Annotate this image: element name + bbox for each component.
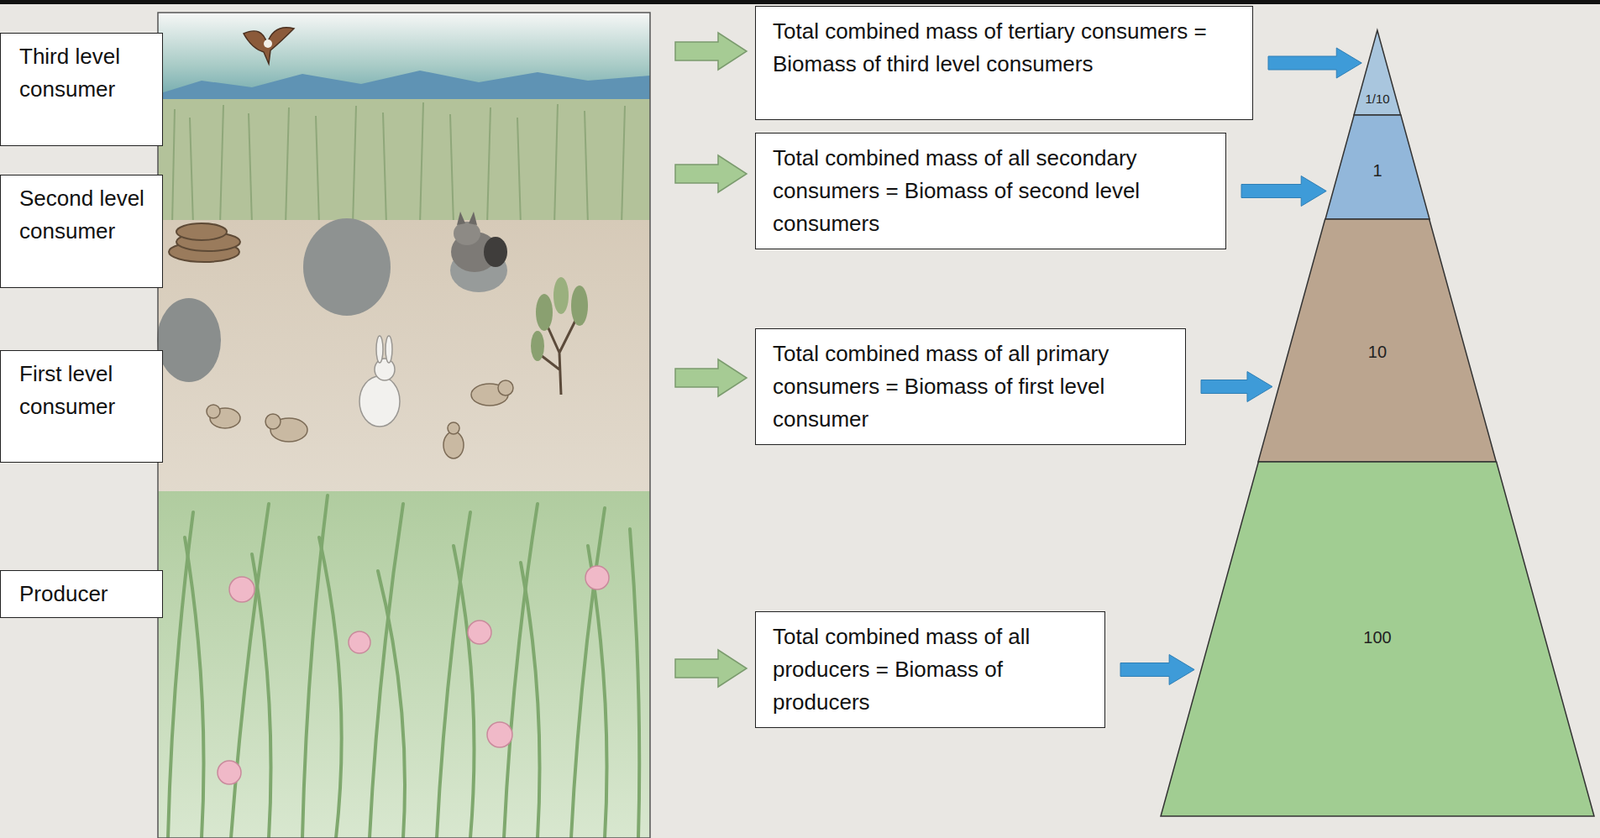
rock	[303, 218, 391, 316]
biomass-number: 1	[1325, 160, 1430, 181]
tall-grass-blades	[172, 102, 625, 226]
box-text: Total combined mass of all producers = B…	[772, 620, 1088, 719]
tier-outline	[1258, 219, 1496, 462]
pyramid-tier: 100	[1160, 461, 1595, 817]
illustration	[157, 12, 651, 838]
biomass-number: 100	[1160, 627, 1595, 648]
box-text: Producer	[19, 577, 146, 611]
tier-shape	[1258, 219, 1496, 462]
biomass-text-box: Total combined mass of tertiary consumer…	[755, 5, 1254, 121]
box-text: Total combined mass of all primary consu…	[772, 337, 1169, 436]
block-arrow	[675, 32, 747, 70]
tier-shape	[1325, 115, 1430, 220]
blue-block-arrow	[1241, 176, 1327, 207]
level-label-box: Producer	[0, 570, 163, 619]
shrub	[530, 277, 588, 395]
biomass-text-box: Total combined mass of all producers = B…	[755, 611, 1106, 729]
box-text: Second level consumer	[19, 182, 146, 248]
tier-shape	[1353, 30, 1401, 116]
box-text: Total combined mass of tertiary consumer…	[772, 15, 1236, 81]
illustration-ground	[157, 12, 651, 838]
biomass-text-box: Total combined mass of all primary consu…	[755, 328, 1186, 446]
tier-shape	[1160, 461, 1595, 817]
biomass-number: 1/10	[1353, 91, 1401, 107]
pyramid-tier: 1/10	[1353, 30, 1401, 116]
blue-block-arrow	[1201, 372, 1273, 403]
sky	[157, 12, 651, 110]
coyote	[451, 211, 508, 273]
hawk	[243, 27, 294, 64]
green-arrows	[675, 32, 747, 688]
ground-squirrels	[206, 380, 514, 459]
box-text: Total combined mass of all secondary con…	[772, 141, 1209, 241]
snake	[168, 223, 241, 263]
pyramid-tier: 1	[1325, 115, 1430, 220]
rabbit	[359, 335, 400, 427]
illustration-frame	[157, 12, 651, 838]
foreground-grass	[157, 491, 651, 838]
biomass-text-box: Total combined mass of all secondary con…	[755, 132, 1227, 250]
tall-grass-band	[157, 99, 651, 226]
block-arrow	[675, 155, 747, 193]
top-strip	[0, 0, 1600, 5]
block-arrow	[675, 359, 747, 397]
box-text: First level consumer	[19, 357, 146, 424]
rock	[157, 298, 221, 383]
block-arrow	[675, 650, 747, 688]
blue-block-arrow	[1120, 655, 1195, 686]
box-text: Third level consumer	[19, 40, 146, 106]
level-label-box: First level consumer	[0, 350, 163, 463]
flowers	[217, 566, 609, 785]
level-label-box: Second level consumer	[0, 174, 163, 289]
blue-block-arrow	[1268, 47, 1362, 79]
pyramid-tier: 10	[1258, 219, 1496, 462]
dirt	[157, 220, 651, 498]
biomass-number: 10	[1258, 341, 1496, 362]
grass-blades	[167, 495, 640, 838]
level-label-box: Third level consumer	[0, 32, 163, 147]
